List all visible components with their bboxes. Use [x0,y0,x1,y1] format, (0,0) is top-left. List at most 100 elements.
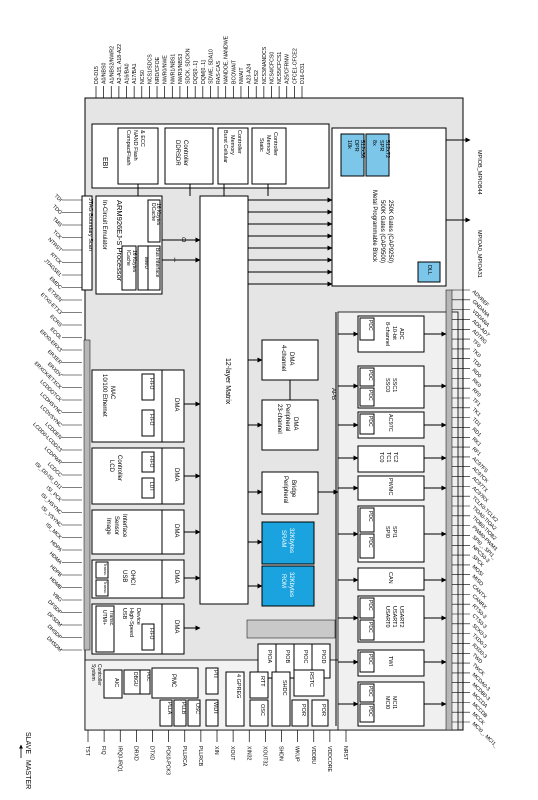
svg-text:DMA: DMA [173,620,179,633]
svg-text:PIOA: PIOA [266,650,272,663]
svg-text:DDRSDR: DDRSDR [174,140,180,166]
svg-text:NAND Flash: NAND Flash [132,130,138,161]
adc-block: PDC 8-channel 10-bit ADC [357,315,425,353]
svg-text:PDC: PDC [367,511,373,522]
svg-text:USART1: USART1 [391,606,397,628]
pin-mci0-mci1: MCI0_, MCI1_ [471,721,499,749]
svg-text:PDC: PDC [367,686,373,697]
svg-text:SPI1: SPI1 [391,526,397,538]
master-label: MASTER [24,760,31,789]
svg-text:PDC: PDC [367,370,373,381]
svg-text:OSC: OSC [259,704,265,716]
svg-text:SSC0: SSC0 [384,378,390,392]
svg-text:FIFO: FIFO [148,456,154,467]
pin-td0: TD0 [471,358,482,369]
pin-vddbu: VDDBU [310,746,316,764]
pin-dqs-0-1: DQS[0..1] [193,61,199,84]
svg-text:Peripheral: Peripheral [282,476,288,503]
right-pio-bar [445,289,453,731]
svg-text:SRAM: SRAM [280,530,286,547]
svg-text:OSC: OSC [194,703,200,714]
svg-text:DPR: DPR [353,140,359,152]
burst-cellular-controller: Burst Cellular Memory Controller [217,127,249,185]
pin-bcowait: BCOWAIT [231,59,237,84]
pin-ncs0: NCS0 [140,70,146,84]
svg-text:10/100 Ethernet: 10/100 Ethernet [101,374,107,417]
peripheral-dma-23: 23-channel Peripheral DMA [261,399,319,451]
pin-d16-d31: D16-D31 [300,63,306,84]
svg-text:32Kbytes: 32Kbytes [288,572,294,597]
pin-hdmb: HDMB [48,576,63,591]
twi-block: PDC TWI [357,649,425,677]
pin-dtxd: DTXD [149,746,155,760]
svg-text:Bridge: Bridge [290,480,296,498]
timer-counter-block: TC0 TC1 TC2 [357,445,425,473]
svg-text:POR: POR [320,704,326,716]
svg-text:AIC: AIC [113,678,119,687]
pin-xin32: XIN32 [245,746,251,761]
pin-a17-ba1: A17/BA1 [132,63,138,84]
pin-cfce1-cfce2: CFCE1-CFCE2 [292,48,298,84]
svg-text:DBGU: DBGU [132,672,138,687]
svg-text:LCD: LCD [108,460,114,473]
compactflash-block: CompactFlash NAND Flash & ECC [117,127,159,185]
svg-text:DCache: DCache [150,203,156,221]
svg-text:POR: POR [300,704,306,716]
usart-block: PDC PDC USART0 USART1 USART2 [357,595,425,643]
svg-text:OHCI: OHCI [129,570,135,585]
svg-text:SSC1: SSC1 [391,378,397,392]
arm926-processor: In-Circuit Emulator ARM926EJ-S Processor… [95,195,187,295]
svg-text:USART2: USART2 [398,606,404,628]
pin-pllrcb: PLLRCB [197,746,203,767]
pin-ncs5-cfcs1: NCS5/CFCS1 [277,52,283,84]
svg-text:CAN: CAN [387,572,393,584]
pin-a0-nbs0: A0/NBS0 [102,63,108,84]
svg-text:Interface: Interface [121,514,127,538]
svg-text:ADC: ADC [398,328,404,340]
svg-text:In-Circuit Emulator: In-Circuit Emulator [101,200,107,250]
pin-ncs4-cfcs0: NCS4/CFCS0 [269,52,275,84]
peripheral-bridge: Peripheral Bridge [261,471,319,515]
svg-text:MAC: MAC [109,386,115,400]
pin-td1: TD1 [471,417,482,428]
svg-text:PDC: PDC [367,622,373,633]
svg-text:Peripheral: Peripheral [284,404,290,431]
svg-text:ICache: ICache [125,250,131,266]
metal-programmable-block: 10k DPR 512x36 8x SPR 512x72 Metal Progr… [331,127,447,287]
svg-text:LUT: LUT [148,482,154,491]
svg-text:Controller: Controller [236,130,242,154]
svg-text:250K Gates (CAP9250): 250K Gates (CAP9250) [387,200,393,263]
mpioa-label: MPIOA0_MPIOA31 [476,230,482,278]
pin-pllrca: PLLRCA [181,746,187,767]
pin-a23-a24: A23-A24 [247,64,253,84]
svg-text:PIOC: PIOC [302,650,308,663]
can-block: CAN [357,567,425,591]
dpr-10k [340,133,365,177]
system-controller: System Controller AIC DBGU PDC PMC PLLA … [90,664,329,727]
svg-text:23-channel: 23-channel [276,404,282,434]
svg-text:PWMC: PWMC [387,478,393,495]
svg-text:Bus Interface: Bus Interface [154,248,160,278]
pin-a25-cfrnw: A25/CFRNW [285,54,291,84]
pin-d0-d15: D0-D15 [94,66,100,84]
svg-text:& ECC: & ECC [139,130,145,147]
pin-rd0: RD0 [471,368,483,380]
svg-text:4-channel: 4-channel [280,345,286,371]
rom-block: ROM 32Kbytes [261,565,315,607]
pin-tck: TCK [51,229,63,241]
svg-text:USB: USB [121,608,127,620]
svg-text:8x: 8x [371,140,377,146]
svg-text:ROM: ROM [280,574,286,588]
svg-text:System: System [90,664,96,681]
pin-nrst: NRST [342,746,348,761]
svg-text:PDC: PDC [367,537,373,548]
svg-text:MCI0: MCI0 [384,696,390,709]
svg-text:PDC: PDC [367,654,373,665]
svg-text:PDC: PDC [367,706,373,717]
svg-text:500K Gates (CAP9500): 500K Gates (CAP9500) [379,200,385,263]
pin-nwait: NWAIT [239,67,245,84]
svg-text:RSTC: RSTC [308,672,314,687]
svg-text:10-bit: 10-bit [391,326,397,340]
pin-ncs2: NCS2 [254,70,260,84]
